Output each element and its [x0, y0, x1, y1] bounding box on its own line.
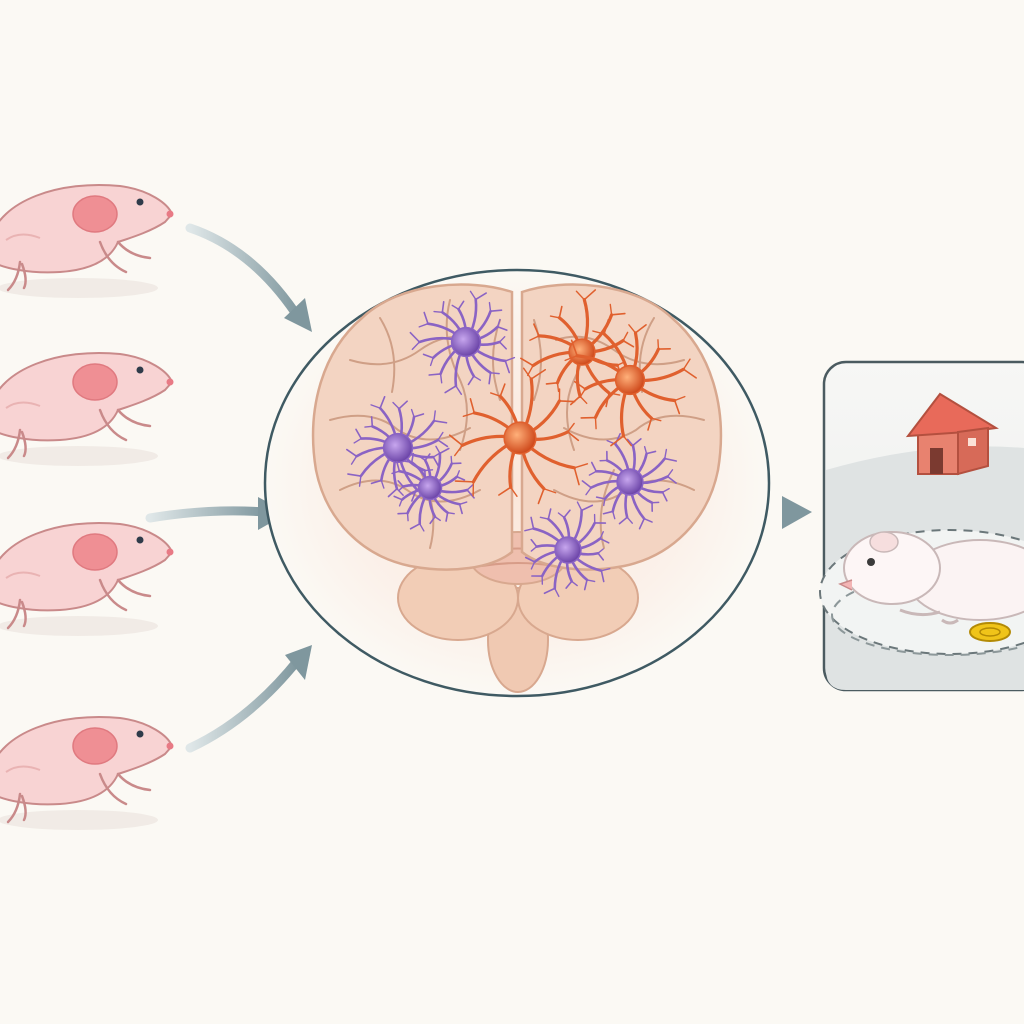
house-icon: [905, 392, 999, 476]
glial-cells: [346, 289, 697, 598]
behavior-panel: [819, 360, 1024, 692]
mouse-3: [0, 522, 174, 636]
arrow-3: [185, 655, 303, 753]
test-mouse: [838, 531, 1024, 625]
arrow-1-head: [284, 298, 312, 332]
input-mice: [0, 184, 174, 830]
astrocyte-cell-7: [564, 319, 697, 447]
mouse-4: [0, 716, 174, 830]
microglia-cell-5: [524, 501, 611, 598]
arrow-3-head: [285, 645, 312, 680]
microglia-cell-3: [391, 445, 475, 532]
arrow-2: [145, 506, 270, 523]
arrow-4-head: [782, 496, 812, 529]
astrocyte-cell-8: [448, 367, 589, 505]
microglia-cell-1: [409, 290, 516, 396]
brain-panel: [263, 268, 771, 698]
coin-reward: [969, 622, 1011, 642]
microglia-cell-4: [581, 432, 678, 530]
mouse-2: [0, 352, 174, 466]
mouse-1: [0, 184, 174, 298]
arrow-1: [185, 223, 305, 325]
output-arrow: [713, 496, 812, 529]
